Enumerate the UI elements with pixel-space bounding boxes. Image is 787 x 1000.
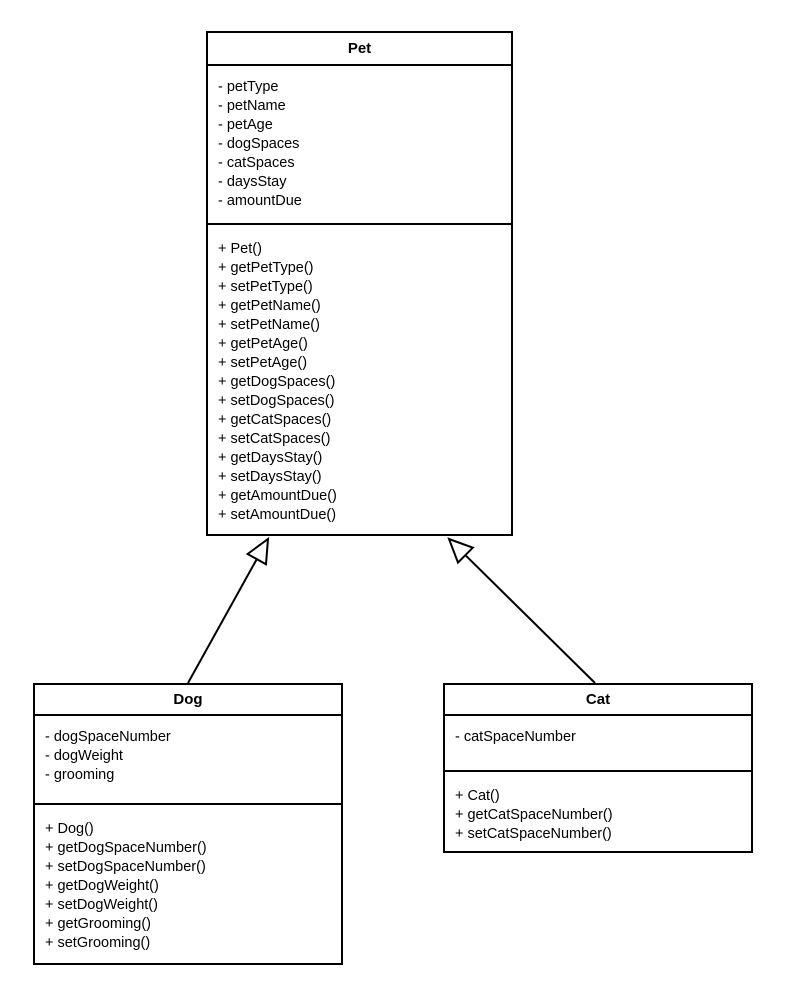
class-member: + getCatSpaces() [218, 412, 332, 428]
class-box-cat: Cat - catSpaceNumber + Cat() + getCatSpac… [443, 683, 753, 853]
class-title: Cat [445, 685, 751, 716]
class-member: + setPetAge() [218, 355, 308, 371]
class-member: - daysStay [218, 174, 287, 190]
class-member: + setDogWeight() [45, 897, 158, 913]
class-member: + getAmountDue() [218, 488, 337, 504]
class-member: + getDogSpaceNumber() [45, 840, 207, 856]
class-member: - dogSpaces [218, 136, 300, 152]
class-member: + getPetName() [218, 298, 321, 314]
inheritance-arrow-dog-to-pet [187, 536, 270, 684]
class-member: + setPetName() [218, 317, 320, 333]
class-member: - petAge [218, 117, 273, 133]
class-box-dog: Dog - dogSpaceNumber - dogWeight - groomin… [33, 683, 343, 965]
class-member: + getPetAge() [218, 336, 308, 352]
class-member: + Dog() [45, 821, 94, 837]
class-member: + setDogSpaces() [218, 393, 335, 409]
class-member: - amountDue [218, 193, 302, 209]
class-member: + Pet() [218, 241, 262, 257]
class-member: - petType [218, 79, 279, 95]
class-member: + setDaysStay() [218, 469, 322, 485]
class-member: + setPetType() [218, 279, 313, 295]
class-member: + getCatSpaceNumber() [455, 807, 613, 823]
class-member: + setCatSpaces() [218, 431, 331, 447]
class-member: + getPetType() [218, 260, 314, 276]
class-attributes-section: - catSpaceNumber [445, 716, 751, 772]
class-attributes-section: - petType - petName - petAge - dogSpaces - c… [208, 66, 511, 225]
class-member: + getDogWeight() [45, 878, 159, 894]
class-methods-section: + Dog() + getDogSpaceNumber() + setDogSpac… [35, 805, 341, 963]
class-member: + setDogSpaceNumber() [45, 859, 206, 875]
class-member: - petName [218, 98, 286, 114]
class-title: Pet [208, 33, 511, 66]
class-member: + getGrooming() [45, 916, 151, 932]
class-member: + setGrooming() [45, 935, 151, 951]
class-member: - dogSpaceNumber [45, 729, 171, 745]
class-member: - catSpaces [218, 155, 295, 171]
class-member: + getDaysStay() [218, 450, 323, 466]
class-methods-section: + Pet() + getPetType() + setPetType() + get… [208, 225, 511, 534]
class-member: + getDogSpaces() [218, 374, 336, 390]
class-member: - catSpaceNumber [455, 729, 576, 745]
class-attributes-section: - dogSpaceNumber - dogWeight - grooming [35, 716, 341, 805]
class-member: + setAmountDue() [218, 507, 337, 523]
class-member: - grooming [45, 767, 115, 783]
class-methods-section: + Cat() + getCatSpaceNumber() + setCatSpac… [445, 772, 751, 851]
class-member: + Cat() [455, 788, 500, 804]
class-title: Dog [35, 685, 341, 716]
class-member: + setCatSpaceNumber() [455, 826, 612, 842]
inheritance-arrow-cat-to-pet [447, 537, 596, 684]
class-box-pet: Pet - petType - petName - petAge - dogSpace… [206, 31, 513, 536]
class-member: - dogWeight [45, 748, 123, 764]
